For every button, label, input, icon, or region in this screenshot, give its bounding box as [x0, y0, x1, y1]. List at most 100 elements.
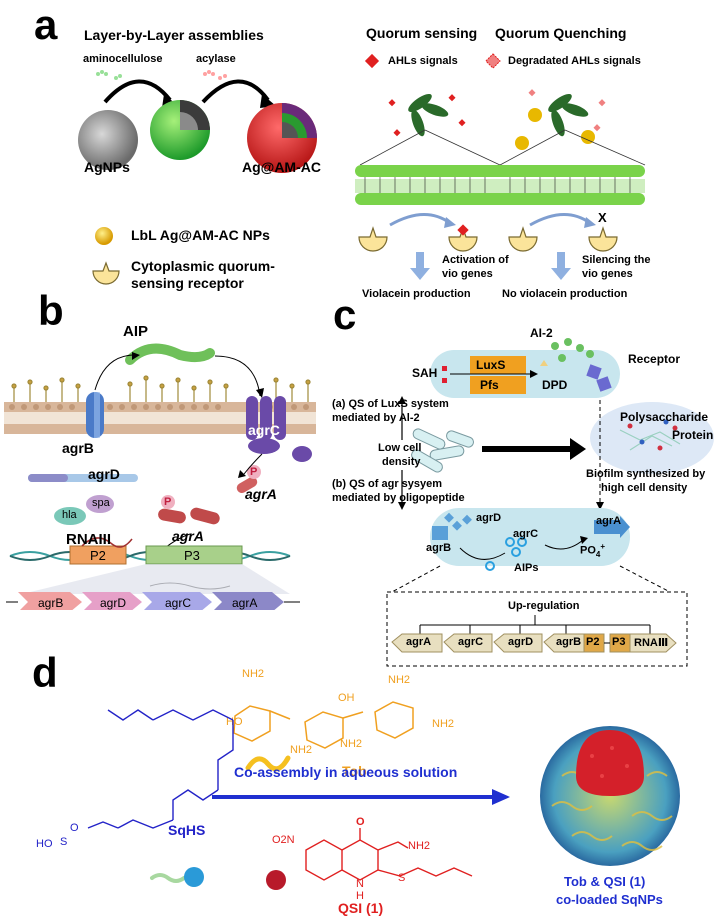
biofilm-1: Biofilm synthesized by: [586, 468, 706, 480]
gene-agrB: agrB: [38, 596, 64, 610]
hla-label: hla: [62, 509, 77, 521]
sqhs-small-icon: [150, 867, 204, 887]
lbl-title: Layer-by-Layer assemblies: [84, 27, 264, 43]
tob-nh2-3: NH2: [290, 744, 313, 756]
qsi-small-icon: [266, 870, 286, 890]
membrane-mid: [4, 412, 316, 424]
tob-nh2-5: NH2: [432, 718, 455, 730]
ai2-label: AI-2: [530, 326, 553, 340]
rnaiii-label: RNAIII: [66, 531, 111, 548]
p-circle-2: [161, 495, 175, 509]
pfs-label: Pfs: [480, 378, 499, 392]
c-agrD-label: agrD: [476, 512, 502, 524]
qs-membrane-graphic: [355, 89, 646, 228]
qsi-structure: [305, 828, 473, 881]
up-p2: P2: [586, 636, 600, 648]
protein-label: Protein: [672, 428, 714, 442]
degraded-ahl-icon: [485, 53, 501, 69]
upregulation-label: Up-regulation: [508, 600, 580, 612]
pfs-box: [470, 376, 526, 394]
panel-b-graphic: [4, 343, 316, 610]
low-density-cells: [411, 428, 474, 473]
qs-agr-2: mediated by oligopeptide: [332, 492, 465, 504]
p2-box: [69, 545, 127, 565]
agrC-protein: [246, 396, 286, 440]
agnps-label: AgNPs: [84, 159, 130, 175]
agrA-label-1: agrA: [245, 486, 277, 502]
luxs-box: [470, 356, 526, 374]
biofilm-2: high cell density: [601, 482, 688, 494]
p-letter-1: P: [250, 466, 258, 478]
c-agrA-label: agrA: [596, 515, 622, 527]
x-mark: X: [598, 210, 607, 225]
agrA-arrow: [594, 520, 620, 534]
qsi-o: O: [356, 816, 365, 828]
tob-structure: [233, 701, 414, 749]
qs-luxs-2: mediated by Al-2: [332, 412, 420, 424]
biofilm-arrow: [482, 446, 572, 452]
spa-blob: [86, 495, 114, 513]
qs-luxs-1: (a) QS of LuxS system: [332, 398, 449, 410]
acylase-label: acylase: [196, 53, 236, 65]
cell-bottom: [430, 508, 630, 566]
agrD-label: agrD: [88, 466, 120, 482]
bacteria-cluster-left: [408, 93, 449, 137]
ahl-label: AHLs signals: [388, 55, 458, 67]
tob-nh2-1: NH2: [242, 668, 265, 680]
agrA-label-2: agrA: [172, 528, 204, 544]
violacein-label: Violacein production: [362, 288, 471, 300]
receptor-icon: [92, 261, 120, 285]
result-2: co-loaded SqNPs: [556, 892, 663, 907]
agrB-shape: [432, 526, 448, 540]
qsi-n: N: [356, 878, 364, 890]
receptor-qq-1: [508, 226, 538, 252]
legend-np: LbL Ag@AM-AC NPs: [131, 227, 270, 243]
tob-label: Tob: [342, 763, 367, 779]
gold-np-icon: [95, 227, 113, 245]
down-arrow-qq: [551, 252, 571, 280]
gene-agrA: agrA: [232, 596, 258, 610]
tob-squiggle: [245, 755, 291, 772]
panel-c-graphic: [386, 338, 714, 667]
ag-am-ac-label: Ag@AM-AC: [242, 159, 321, 175]
upreg-box: [386, 591, 688, 667]
sqnp-graphic: [540, 726, 680, 866]
panel-b-label: b: [38, 287, 64, 334]
ahl-icon: [364, 53, 380, 69]
aminocellulose-label: aminocellulose: [83, 53, 163, 65]
sqhs-structure: [87, 709, 234, 829]
agnp-sphere: [78, 110, 138, 170]
agrA-pill-3: [190, 507, 220, 525]
degraded-ahl-label: Degradated AHLs signals: [508, 55, 641, 67]
up-gene-agrB: agrB: [556, 636, 582, 648]
arrow-1: [103, 79, 172, 104]
lbl-spheres-graphic: [78, 70, 317, 173]
arrow-2: [201, 79, 270, 104]
tob-oh-1: OH: [338, 692, 355, 704]
receptor-qs-1: [358, 226, 388, 252]
upreg-operon: [391, 633, 677, 653]
p-letter-2: P: [164, 496, 172, 508]
low-cell-2: density: [382, 456, 421, 468]
gene-agrD: agrD: [100, 596, 127, 610]
aips-label: AIPs: [514, 562, 539, 574]
legend-receptor-2: sensing receptor: [131, 275, 244, 291]
membrane-bottom: [4, 424, 316, 434]
dpd-label: DPD: [542, 378, 568, 392]
aip-chain: [125, 343, 215, 365]
hla-blob: [54, 507, 86, 525]
agrA-pill-2: [158, 508, 186, 524]
up-gene-agrA: agrA: [406, 636, 432, 648]
activation-1: Activation of: [442, 254, 509, 266]
sqhs-label: SqHS: [168, 822, 206, 838]
agrA-pill-1: [236, 477, 258, 493]
up-gene-agrC: agrC: [458, 636, 484, 648]
p2-label: P2: [90, 548, 106, 563]
qsi-nh2: NH2: [408, 840, 431, 852]
panel-a-label: a: [34, 1, 58, 48]
qs-title: Quorum sensing: [366, 25, 478, 41]
down-arrow-qs: [410, 252, 430, 280]
gene-agrC: agrC: [165, 596, 192, 610]
sah-label: SAH: [412, 366, 438, 380]
receptor-qs-2: [448, 224, 478, 252]
